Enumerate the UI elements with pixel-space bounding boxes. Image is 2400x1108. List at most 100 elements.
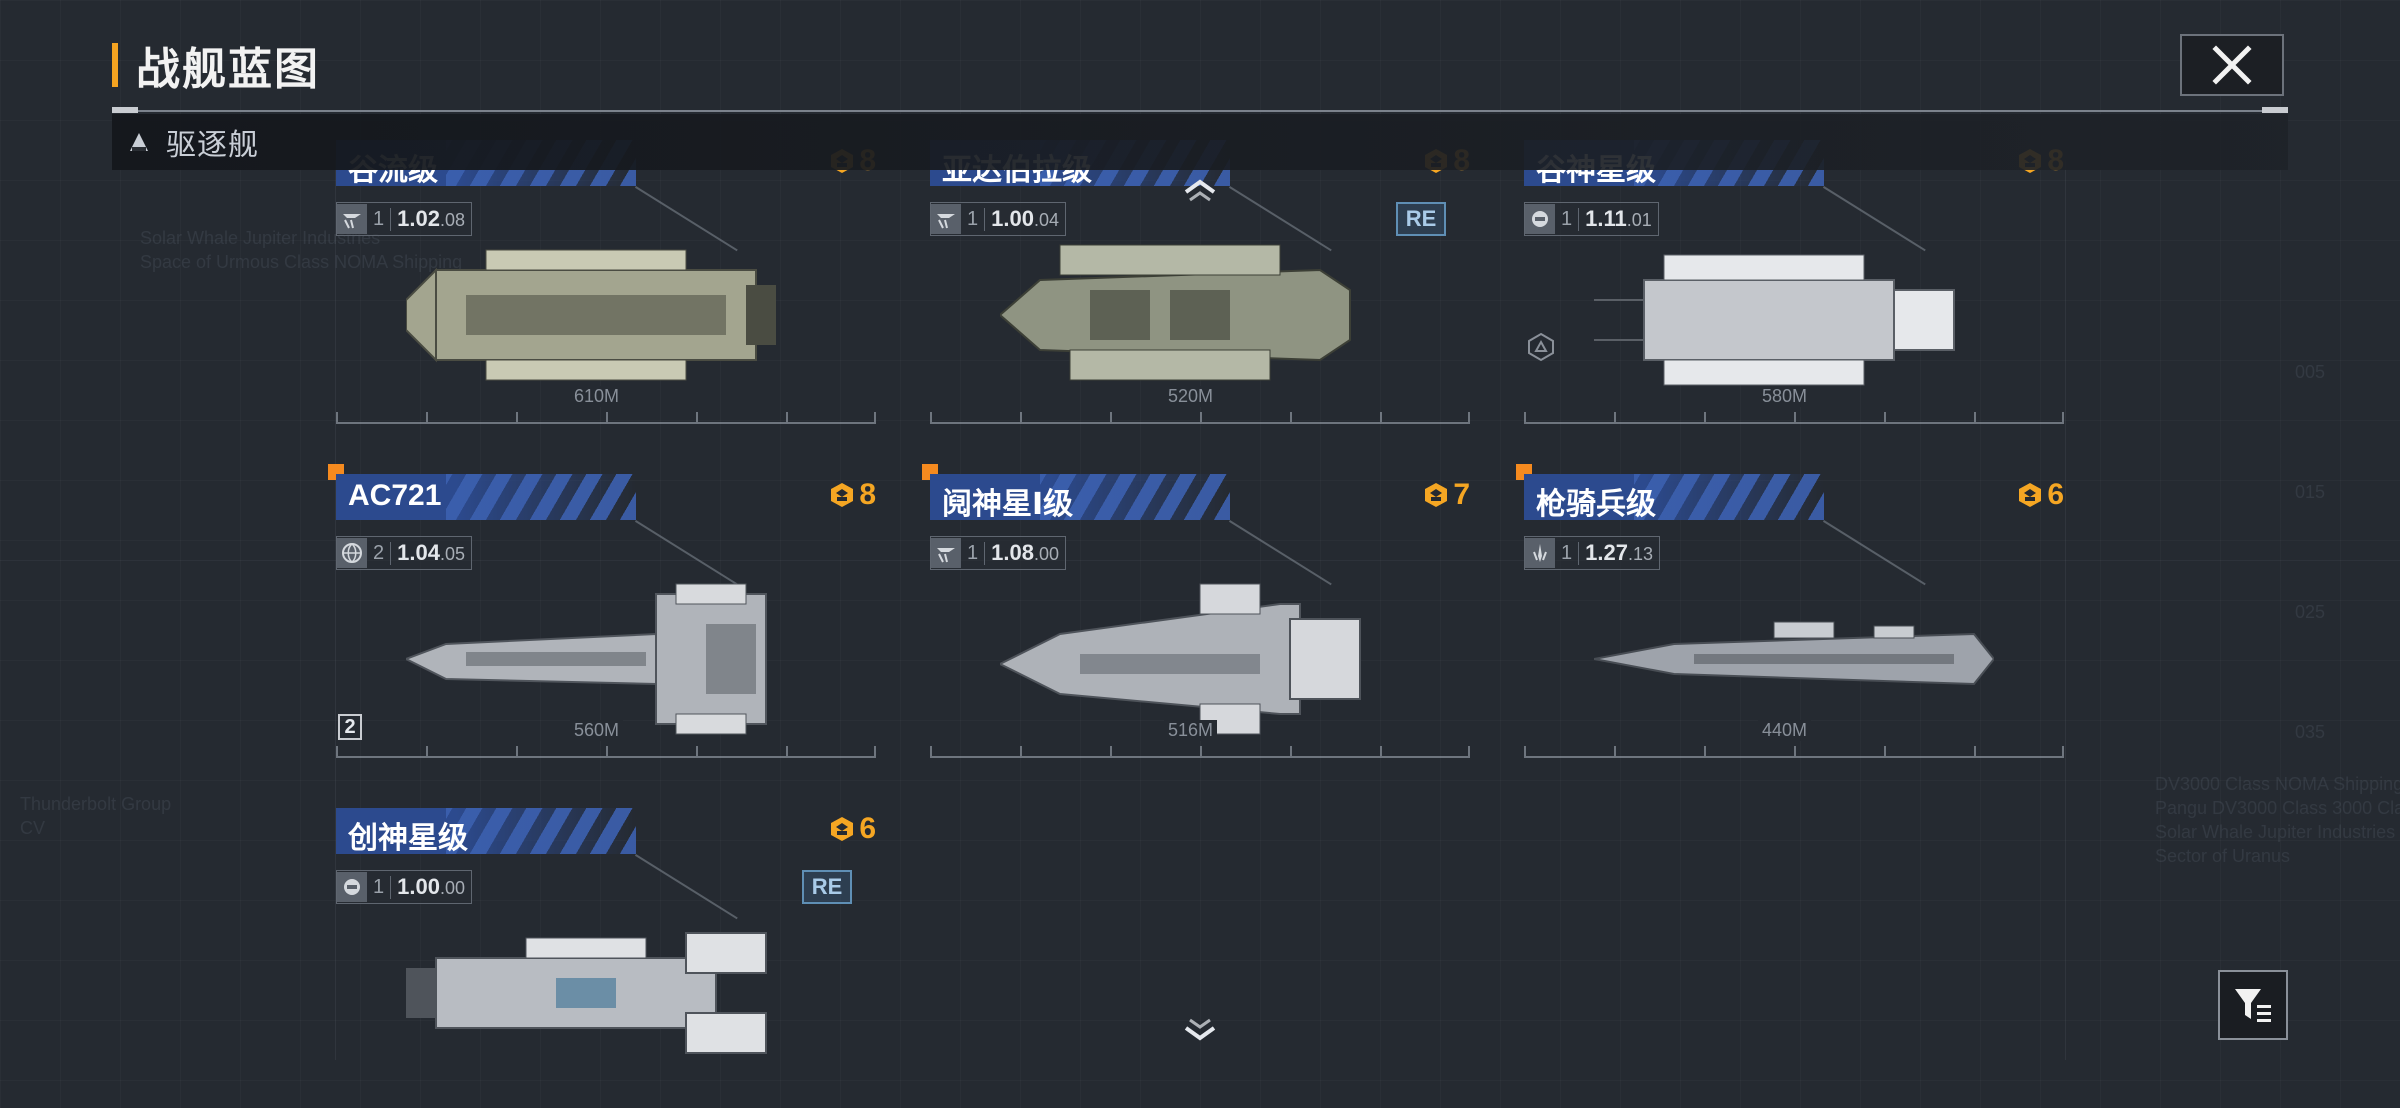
ship-stats: 2 1.04.05 [336, 536, 472, 570]
ship-blueprint-card[interactable]: 谷流级8 1 1.02.08 610M [336, 140, 876, 440]
header-divider [112, 110, 2288, 112]
close-button[interactable] [2180, 34, 2284, 96]
bg-scale-label: 015 [2295, 482, 2326, 502]
chevron-down-icon[interactable] [1182, 1016, 1218, 1044]
ship-length: 580M [1758, 386, 1812, 407]
resource-hex-icon [1425, 483, 1448, 507]
ship-name: 枪骑兵级 [1536, 488, 1656, 520]
ship-cost: 8 [829, 478, 876, 512]
ship-render [1594, 230, 1994, 415]
ship-name-plate: AC721 [336, 474, 636, 520]
ship-version-major: 1.27 [1585, 540, 1628, 565]
ship-version-minor: .00 [439, 878, 465, 898]
ship-class-icon [931, 204, 961, 234]
bg-grid-line [335, 160, 336, 1060]
ship-version: 1.00.00 [391, 874, 471, 900]
header-divider-cap [2262, 107, 2288, 113]
length-ruler: 520M [930, 386, 1470, 424]
header-divider-cap [112, 107, 138, 113]
category-filter-bar[interactable]: 驱逐舰 [112, 114, 2288, 170]
ship-version: 1.27.13 [1579, 540, 1659, 566]
ship-cost-value: 8 [859, 478, 876, 511]
bg-text-left-2: Thunderbolt Group CV [20, 794, 172, 838]
ship-version-minor: .13 [1627, 544, 1653, 564]
ship-tier: 1 [367, 875, 392, 899]
ship-version-major: 1.11 [1585, 206, 1627, 231]
ship-stats: 1 1.00.00 [336, 870, 472, 904]
ship-version: 1.08.00 [985, 540, 1065, 566]
faction-icon [1525, 204, 1555, 234]
ship-version-minor: .05 [439, 544, 465, 564]
re-badge: RE [1396, 202, 1446, 236]
ship-stats: 1 1.27.13 [1524, 536, 1660, 570]
length-ruler: 440M [1524, 720, 2064, 758]
ship-render [405, 230, 806, 415]
faction-icon [337, 872, 367, 902]
ship-render [406, 898, 806, 1083]
lancer-icon [1525, 538, 1555, 568]
ship-stats: 1 1.00.04 [930, 202, 1066, 236]
ship-blueprint-card[interactable]: 阋神星Ⅰ级 7 1 1.08.00 516M [922, 464, 1470, 774]
hex-marker-icon [1528, 332, 1554, 362]
ship-stats: 1 1.08.00 [930, 536, 1066, 570]
chevron-up-icon[interactable] [1182, 176, 1218, 204]
title-accent [112, 43, 118, 87]
ship-class-icon [337, 204, 367, 234]
ship-cost: 7 [1423, 478, 1470, 512]
page-header: 战舰蓝图 [112, 40, 320, 94]
bg-scale-label: 025 [2295, 602, 2326, 622]
ship-version-major: 1.00 [991, 206, 1034, 231]
ship-tier: 1 [367, 207, 392, 231]
ship-cost: 6 [829, 812, 876, 846]
ship-stats: 1 1.11.01 [1524, 202, 1659, 236]
ship-tier: 1 [1555, 207, 1580, 231]
ship-blueprint-card[interactable]: 枪骑兵级 6 1 1.27.13 440M [1516, 464, 2064, 774]
ship-name-plate: 枪骑兵级 [1524, 474, 1824, 520]
ship-tier: 1 [961, 541, 986, 565]
header-backdrop [0, 0, 2400, 112]
category-label: 驱逐舰 [166, 129, 259, 162]
resource-hex-icon [831, 817, 854, 841]
bg-scale-label: 035 [2295, 722, 2326, 742]
ship-cost: 6 [2017, 478, 2064, 512]
bg-grid-line [0, 560, 2400, 561]
ship-tier: 1 [961, 207, 986, 231]
ship-version: 1.02.08 [391, 206, 471, 232]
bg-text-left-1: Solar Whale Jupiter Industries Space of … [140, 228, 463, 272]
resource-hex-icon [2019, 483, 2042, 507]
length-ruler: 516M [930, 720, 1470, 758]
ship-tier: 2 [367, 541, 392, 565]
ship-length: 516M [1164, 720, 1218, 741]
ship-version-major: 1.08 [991, 540, 1034, 565]
ship-name: 阋神星Ⅰ级 [942, 488, 1074, 520]
ship-name-plate: 阋神星Ⅰ级 [930, 474, 1230, 520]
ship-version-minor: .00 [1033, 544, 1059, 564]
ship-blueprint-card[interactable]: 谷神星级8 1 1.11.01 580M [1524, 140, 2064, 440]
ship-version-minor: .08 [439, 210, 465, 230]
length-ruler: 610M [336, 386, 876, 424]
ship-cost-value: 6 [2047, 478, 2064, 511]
filter-button[interactable] [2218, 970, 2288, 1040]
ship-name: 创神星级 [348, 822, 468, 854]
ship-blueprint-card[interactable]: AC721 8 2 1.04.05 2 560M [328, 464, 876, 774]
bg-grid-line [2065, 160, 2066, 1060]
length-ruler: 580M [1524, 386, 2064, 424]
close-icon [2212, 45, 2252, 85]
ship-version: 1.00.04 [985, 206, 1065, 232]
bg-text-right-1: DV3000 Class NOMA Shipping D Pangu DV300… [2155, 774, 2400, 866]
ship-render [1593, 564, 1996, 749]
rank-badge: 2 [338, 714, 362, 740]
ship-stats: 1 1.02.08 [336, 202, 472, 236]
warning-triangle-icon [130, 133, 148, 151]
globe-icon [337, 538, 367, 568]
ship-version: 1.11.01 [1579, 206, 1658, 232]
ship-class-icon [931, 538, 961, 568]
ship-version: 1.04.05 [391, 540, 471, 566]
page-title: 战舰蓝图 [136, 45, 320, 94]
ship-version-minor: .01 [1626, 210, 1652, 230]
ship-length: 560M [570, 720, 624, 741]
ship-length: 520M [1164, 386, 1218, 407]
ship-cost-value: 6 [859, 812, 876, 845]
filter-icon [2235, 989, 2271, 1022]
